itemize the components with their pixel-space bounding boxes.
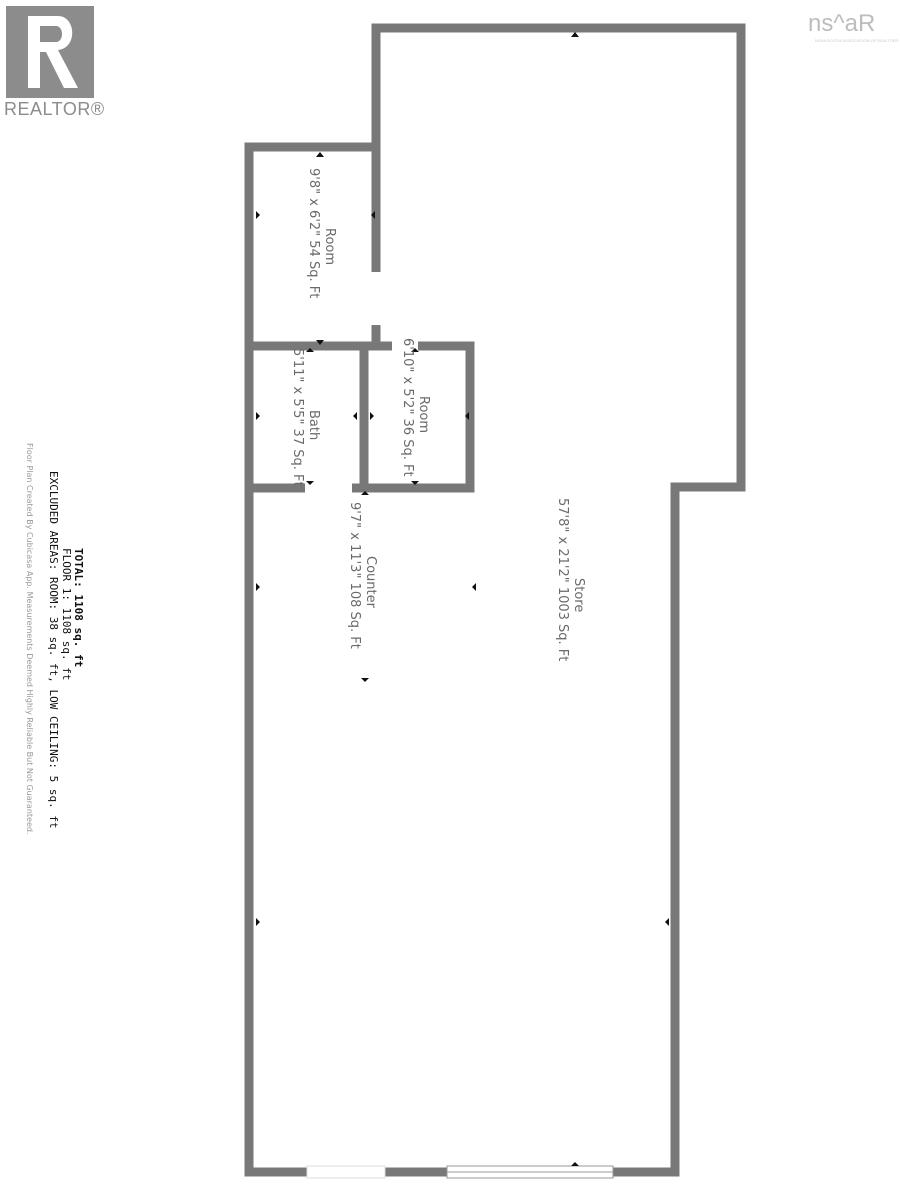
interior-wall xyxy=(249,341,475,493)
realtor-wordmark: REALTOR® xyxy=(4,99,105,119)
bath-label: Bath 5'11" x 5'5" 37 Sq. Ft xyxy=(290,348,321,487)
svg-text:5'11" x 5'5" 37 Sq. Ft: 5'11" x 5'5" 37 Sq. Ft xyxy=(290,348,305,487)
realtor-r-icon xyxy=(28,16,78,88)
svg-text:9'7" x 11'3" 108 Sq. Ft: 9'7" x 11'3" 108 Sq. Ft xyxy=(347,502,362,649)
svg-text:6'10" x 5'2" 36 Sq. Ft: 6'10" x 5'2" 36 Sq. Ft xyxy=(400,338,415,477)
svg-text:57'8" x 21'2" 1003 Sq. Ft: 57'8" x 21'2" 1003 Sq. Ft xyxy=(555,498,570,661)
area-summary: TOTAL: 1108 sq. ft FLOOR 1: 1108 sq. ft … xyxy=(25,443,85,835)
door-opening xyxy=(306,1165,386,1179)
svg-text:Counter: Counter xyxy=(363,556,378,609)
room-label: Room 9'8" x 6'2" 54 Sq. Ft xyxy=(306,168,337,298)
nsar-subtitle: NOVA SCOTIA ASSOCIATION OF REALTORS xyxy=(815,38,899,43)
disclaimer: Floor Plan Created By Cubicasa App. Meas… xyxy=(25,443,34,835)
excluded-areas: EXCLUDED AREAS: ROOM: 38 sq. ft, LOW CEI… xyxy=(47,471,60,829)
svg-text:Bath: Bath xyxy=(306,410,321,440)
svg-text:Room: Room xyxy=(416,396,431,433)
outer-wall xyxy=(244,23,746,1177)
svg-text:9'8" x 6'2" 54 Sq. Ft: 9'8" x 6'2" 54 Sq. Ft xyxy=(306,168,321,298)
total-area: TOTAL: 1108 sq. ft xyxy=(72,548,85,667)
store-label: Store 57'8" x 21'2" 1003 Sq. Ft xyxy=(555,498,586,661)
counter-label: Counter 9'7" x 11'3" 108 Sq. Ft xyxy=(347,502,378,649)
floor-area: FLOOR 1: 1108 sq. ft xyxy=(60,548,73,680)
svg-text:Room: Room xyxy=(322,228,337,265)
room-label: Room 6'10" x 5'2" 36 Sq. Ft xyxy=(400,338,431,477)
realtor-logo xyxy=(6,6,94,98)
nsar-logo: ns^aR xyxy=(808,10,876,37)
svg-text:Store: Store xyxy=(571,578,586,612)
dimension-markers xyxy=(256,32,669,1166)
